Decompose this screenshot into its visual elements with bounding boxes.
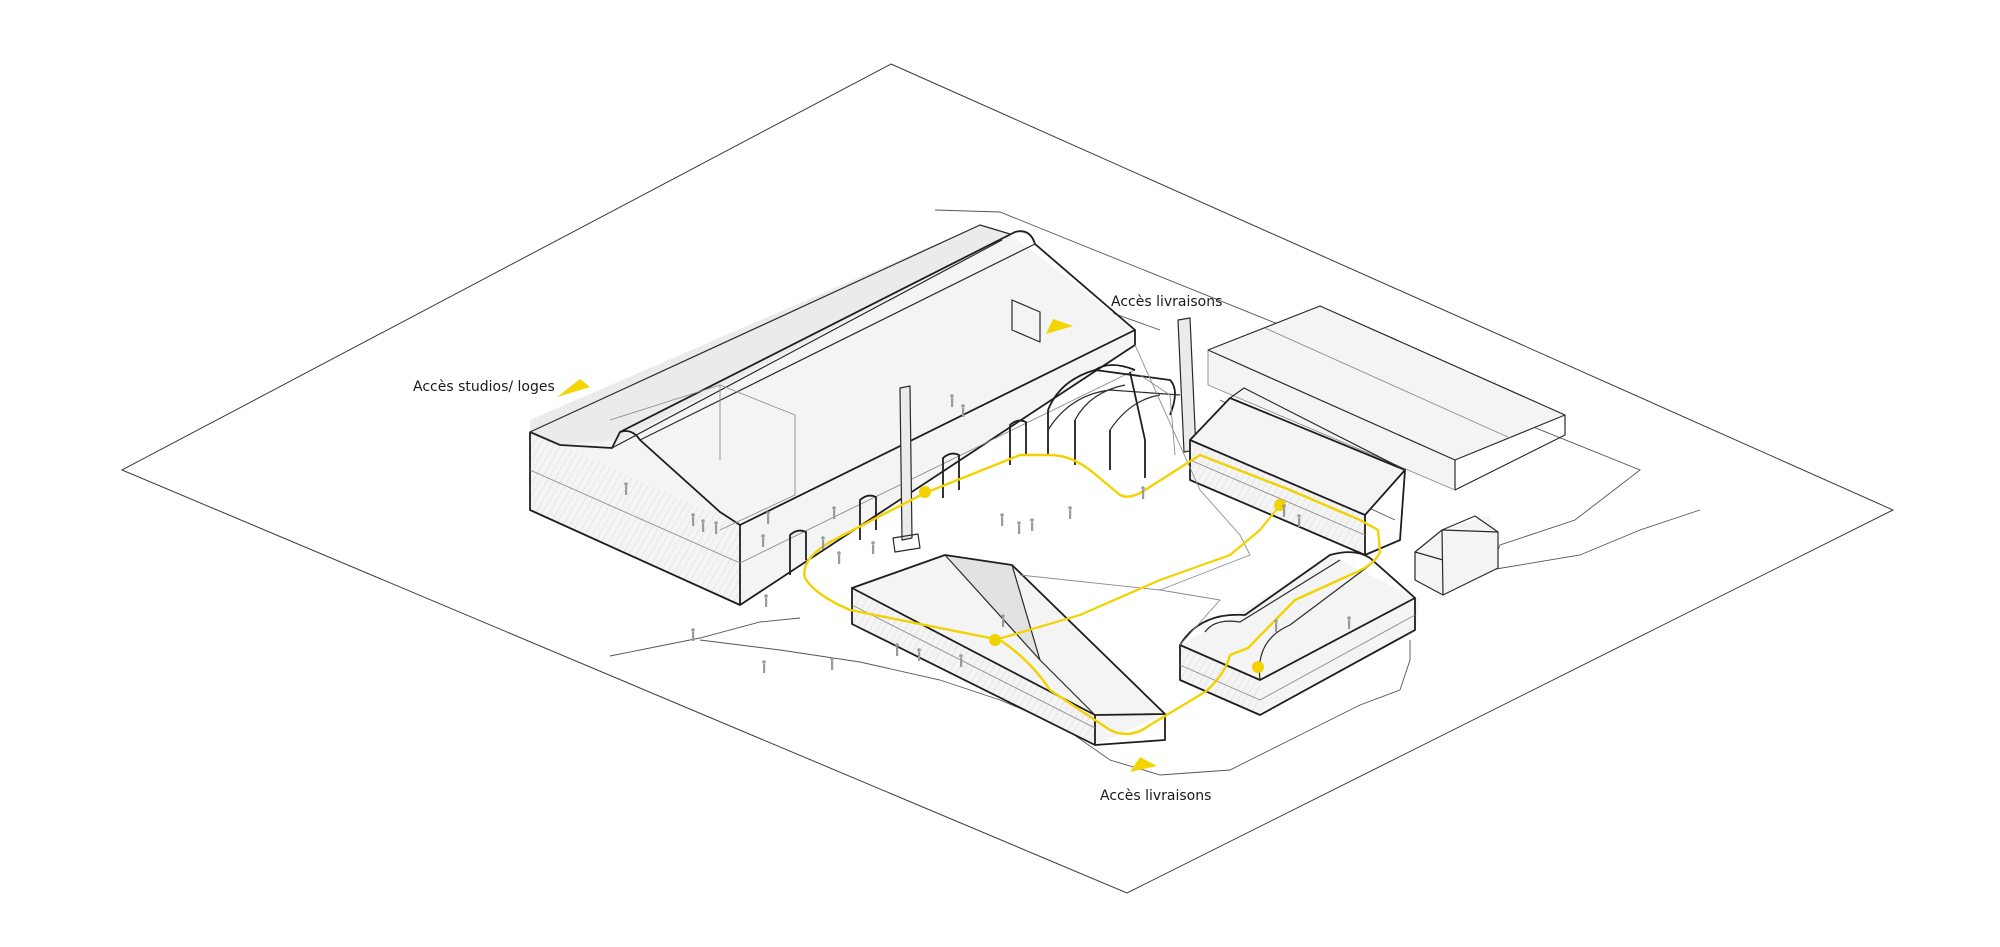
timber-frame-canopy	[1047, 364, 1181, 478]
circulation-node-1	[919, 486, 931, 498]
site-boundary	[120, 63, 1895, 894]
circulation-node-4	[1252, 661, 1264, 673]
access-deliveries-bottom-arrow-icon	[1130, 757, 1157, 772]
label-access-deliveries-top: Accès livraisons	[1111, 294, 1223, 310]
access-studios-arrow-icon	[557, 379, 590, 397]
triangular-building	[851, 554, 1166, 746]
courtyard-lines	[1019, 344, 1251, 646]
circulation-node-3	[989, 634, 1001, 646]
label-access-studios: Accès studios/ loges	[413, 379, 555, 395]
people-figures	[624, 394, 1351, 673]
label-access-deliveries-bottom: Accès livraisons	[1100, 788, 1212, 804]
vaulted-building	[1179, 551, 1420, 716]
access-deliveries-top-arrow-icon	[1046, 319, 1073, 334]
circulation-path	[803, 453, 1382, 736]
small-house	[1414, 515, 1499, 596]
chimney-right	[1177, 317, 1197, 453]
main-hall	[529, 224, 1136, 606]
shed-upper-right	[1207, 305, 1566, 491]
